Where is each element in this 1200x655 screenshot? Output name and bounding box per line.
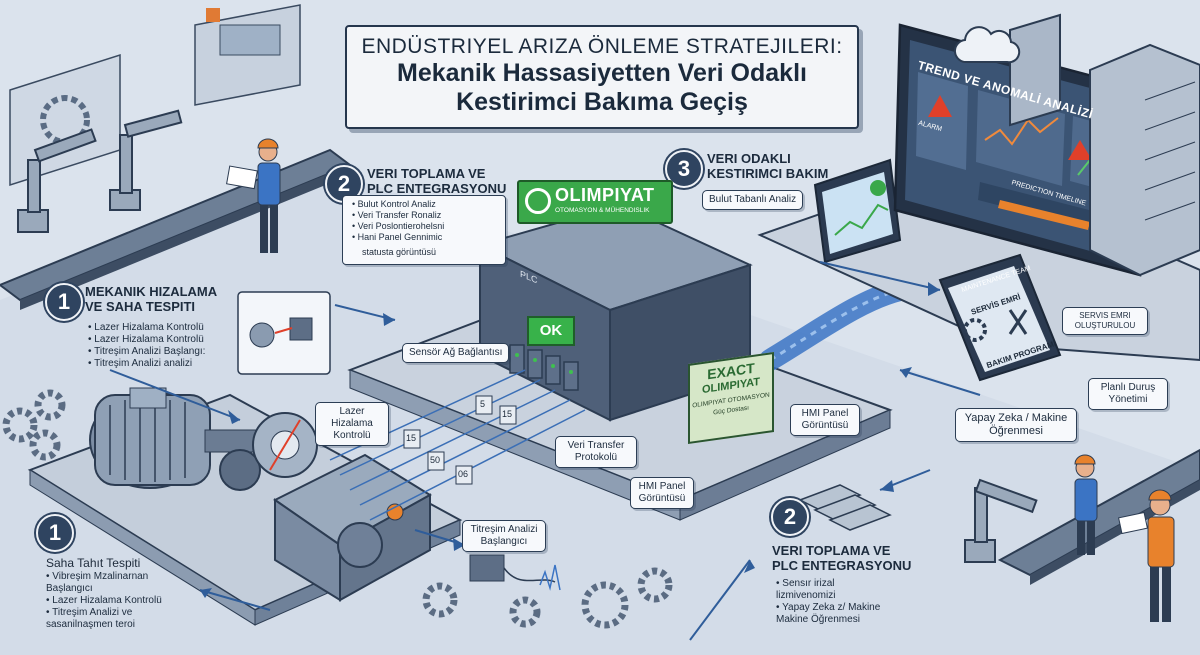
list-item: Veri Poslontierohelsni xyxy=(352,221,445,232)
worker-right-2 xyxy=(1118,489,1175,622)
robot-arm-right xyxy=(964,478,1038,563)
logo-sub: OTOMASYON & MÜHENDISLIK xyxy=(555,207,650,214)
laser-coupling xyxy=(252,412,318,478)
step3-top-title-line2: KESTIRIMCI BAKIM xyxy=(707,166,829,181)
robot-arm-left xyxy=(17,109,183,233)
data-bit: 50 xyxy=(430,455,441,465)
list-item: Titreşim Analizi Başlangı: xyxy=(88,346,205,358)
data-bit: 15 xyxy=(406,433,417,443)
title-line-3: Kestirimci Bakıma Geçiş xyxy=(456,88,748,116)
list-item: Lazer Hizalama Kontrolü xyxy=(88,334,205,346)
olimpiyat-logo: OLIMPIYAT OTOMASYON & MÜHENDISLIK xyxy=(517,180,673,224)
list-item: Vibreşim Mzalinarnan Başlangıcı xyxy=(46,571,176,595)
data-bit: 15 xyxy=(502,409,513,419)
list-item: Titreşim Analizi analizi xyxy=(88,358,205,370)
step2-top-title-line1: VERI TOPLAMA VE xyxy=(367,166,486,181)
vibration-sensor-callout xyxy=(469,554,561,591)
step2-bottom-list: Sensır irizal lizmivenomizi Yapay Zeka z… xyxy=(776,578,896,626)
small-monitor xyxy=(813,158,902,264)
step2-bottom-title-line2: PLC ENTEGRASYONU xyxy=(772,558,912,573)
flow-arrows xyxy=(109,261,981,641)
server-racks xyxy=(1009,13,1200,277)
tag-data-transfer: Veri Transfer Protokolü xyxy=(555,436,637,468)
tag-service-order: SERVIS EMRI OLUŞTURULOU xyxy=(1062,307,1148,335)
list-item: Lazer Hizalama Kontrolü xyxy=(88,322,205,334)
step1-top-number: 1 xyxy=(45,283,83,321)
laser-sensor-callout xyxy=(237,291,331,375)
plc-exact-label: EXACT OLIMPIYAT OLIMPIYAT OTOMASYON Güç … xyxy=(688,351,774,445)
control-cabinet xyxy=(194,4,301,106)
spare-gears xyxy=(2,389,673,629)
tag-laser-alignment: Lazer Hizalama Kontrolü xyxy=(315,402,389,446)
list-item: Titreşim Analizi ve sasanilnaşmen teroi xyxy=(46,607,176,631)
data-bit-tiles xyxy=(403,395,517,485)
tag-hmi-panel-1: HMI Panel Görüntüsü xyxy=(630,477,694,509)
step2-top-title: VERI TOPLAMA VE PLC ENTEGRASYONU xyxy=(367,166,506,196)
data-bit: 5 xyxy=(480,399,486,409)
worker-top xyxy=(226,138,281,253)
step1-bottom-number: 1 xyxy=(36,514,74,552)
data-stream xyxy=(329,369,586,521)
step1-bottom-title: Saha Tahıt Tespiti xyxy=(46,556,141,570)
step1-top-title-line1: MEKANIK HIZALAMA xyxy=(85,284,218,299)
arrow-heads xyxy=(200,282,940,598)
list-item: Yapay Zeka z/ Makine Makine Öğrenmesi xyxy=(776,602,896,626)
step1-top-list: Lazer Hizalama Kontrolü Lazer Hizalama K… xyxy=(88,322,205,370)
list-item: Veri Transfer Ronaliz xyxy=(352,210,444,221)
tag-ai-ml: Yapay Zeka / Makine Öğrenmesi xyxy=(955,408,1077,442)
platform-steps xyxy=(798,484,892,531)
step3-top-title-line1: VERI ODAKLI xyxy=(707,151,791,166)
plc-ok-indicator: OK xyxy=(527,316,575,346)
worker-right-1 xyxy=(1074,454,1098,555)
step2-bottom-number: 2 xyxy=(771,498,809,536)
tag-vibration-start: Titreşim Analizi Başlangıcı xyxy=(462,520,546,552)
tag-sensor-network: Sensör Ağ Bağlantısı xyxy=(402,343,510,363)
list-item: Hani Panel Gennimic xyxy=(352,232,444,243)
step2-bottom-title: VERI TOPLAMA VE PLC ENTEGRASYONU xyxy=(772,543,911,573)
maintenance-tablet xyxy=(938,253,1062,382)
gearbox xyxy=(273,453,432,602)
title-line-2: Mekanik Hassasiyetten Veri Odaklı xyxy=(397,59,807,87)
tag-planned-downtime: Planlı Duruş Yönetimi xyxy=(1088,378,1168,410)
step3-top-title: VERI ODAKLI KESTIRIMCI BAKIM xyxy=(707,151,828,181)
step1-top-title: MEKANIK HIZALAMA VE SAHA TESPITI xyxy=(85,284,217,314)
step2-top-title-line2: PLC ENTEGRASYONU xyxy=(367,181,507,196)
cloud-icon xyxy=(953,26,1021,64)
title-banner: ENDÜSTRIYEL ARIZA ÖNLEME STRATEJILERI: M… xyxy=(345,25,859,129)
tag-cloud-analysis: Bulut Tabanlı Analiz xyxy=(702,190,804,210)
logo-mark-icon xyxy=(525,188,551,214)
list-item: Bulut Kontrol Analiz xyxy=(352,199,444,210)
list-item: Sensır irizal lizmivenomizi xyxy=(776,578,896,602)
tag-hmi-panel-2: HMI Panel Görüntüsü xyxy=(790,404,860,436)
logo-name: OLIMPIYAT xyxy=(555,185,655,205)
step2-top-tail: statusta görüntüsü xyxy=(362,247,437,257)
step1-bottom-list: Vibreşim Mzalinarnan Başlangıcı Lazer Hi… xyxy=(46,571,176,631)
step1-top-title-line2: VE SAHA TESPITI xyxy=(85,299,196,314)
data-bit: 06 xyxy=(458,469,469,479)
title-line-1: ENDÜSTRIYEL ARIZA ÖNLEME STRATEJILERI: xyxy=(361,35,843,58)
step2-top-list: Bulut Kontrol Analiz Veri Transfer Ronal… xyxy=(352,199,445,243)
electric-motor xyxy=(89,387,261,491)
step2-bottom-title-line1: VERI TOPLAMA VE xyxy=(772,543,891,558)
list-item: Lazer Hizalama Kontrolü xyxy=(46,595,176,607)
